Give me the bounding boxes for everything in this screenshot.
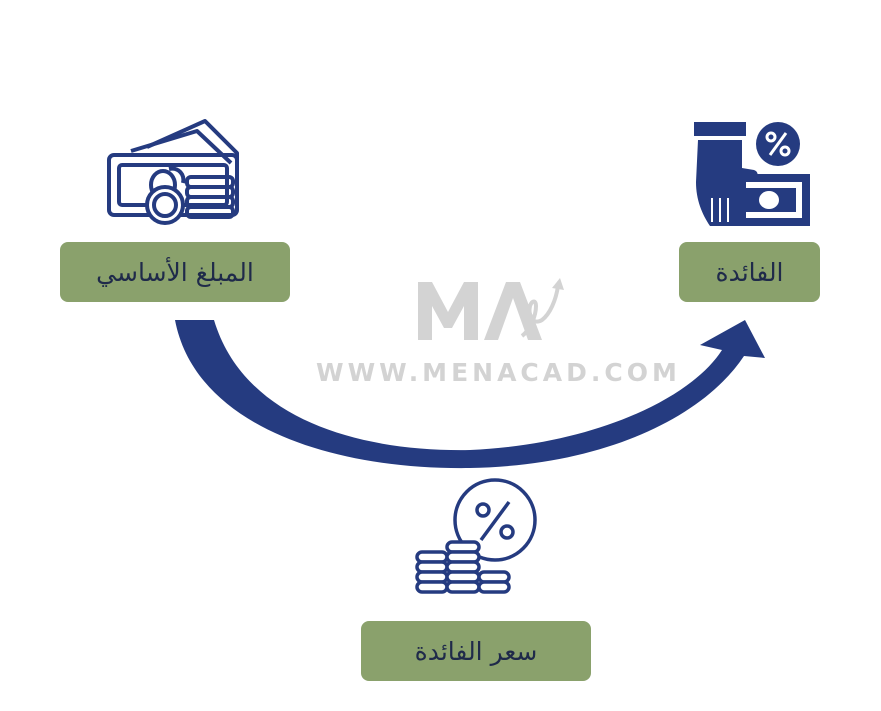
interest-label: الفائدة [679, 242, 820, 302]
interest-rate-label: سعر الفائدة [361, 621, 591, 681]
cash-coins-icon [107, 119, 239, 225]
watermark-site: WWW.MENACAD.COM [316, 358, 681, 387]
coins-percent-icon [415, 478, 537, 594]
principal-label: المبلغ الأساسي [60, 242, 290, 302]
watermark-logo [418, 278, 564, 340]
hand-money-percent-icon [694, 122, 810, 226]
